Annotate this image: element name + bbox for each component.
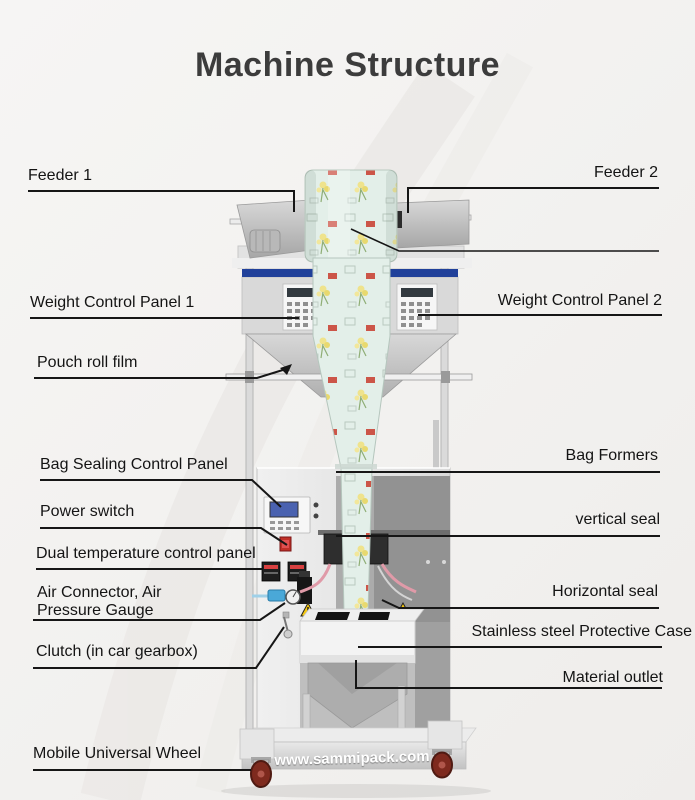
label-pouch-roll-film: Pouch roll film — [37, 354, 138, 371]
feeder-tray-right — [395, 199, 472, 249]
floor-shadow — [221, 784, 491, 798]
label-weight-control-panel-1: Weight Control Panel 1 — [30, 294, 195, 311]
weight-control-panel-2-device — [396, 283, 438, 331]
leader-air-connector — [33, 602, 286, 621]
leader-feeder-1 — [28, 190, 295, 212]
weigher-right — [387, 269, 459, 335]
label-feeder-2: Feeder 2 — [593, 164, 658, 181]
label-feeder-1: Feeder 1 — [28, 167, 93, 184]
film-strip — [312, 257, 391, 614]
clutch-part — [282, 611, 293, 639]
lcd-screen — [269, 501, 299, 518]
leader-lines — [28, 187, 662, 771]
label-vertical-seal: vertical seal — [575, 511, 660, 528]
feeder-tray-left — [229, 199, 313, 259]
air-connector — [267, 589, 286, 602]
weigher-left — [241, 269, 324, 335]
leader-power-switch — [40, 527, 288, 546]
label-stainless-steel-protective-case: Stainless steel Protective Case — [471, 623, 692, 640]
leader-bag-sealing-control-panel — [40, 479, 282, 508]
feeder-motor — [249, 229, 281, 253]
label-line-1: Air Connector, Air — [37, 584, 162, 601]
blue-strip-right — [390, 269, 458, 277]
bag-former-collar — [335, 464, 377, 469]
leader-pouch-roll-film — [34, 368, 287, 379]
protective-case — [299, 608, 425, 664]
sealing-jaws — [299, 530, 450, 601]
leader-arrowhead — [280, 364, 292, 375]
leader-material-outlet — [355, 660, 662, 689]
label-bag-formers: Bag Formers — [565, 447, 658, 464]
page-title: Machine Structure — [194, 46, 501, 84]
label-bag-sealing-control-panel: Bag Sealing Control Panel — [40, 456, 228, 473]
film-roll — [304, 169, 398, 263]
leader-feeder-2 — [407, 187, 659, 213]
label-power-switch: Power switch — [40, 503, 135, 520]
machine-base — [221, 720, 491, 798]
film-clamp — [395, 211, 402, 228]
label-dual-temperature-control-panel: Dual temperature control panel — [36, 545, 256, 562]
leader-clutch — [33, 626, 285, 669]
blue-strip-left — [242, 269, 314, 277]
label-line-2: Pressure Gauge — [37, 602, 154, 619]
bag-sealing-control-panel-device — [263, 496, 319, 534]
leader-pouch-roll-film-right — [350, 228, 659, 252]
leader-horizontal-seal — [381, 599, 659, 609]
label-mobile-universal-wheel: Mobile Universal Wheel — [33, 745, 202, 762]
caster-wheel-left — [250, 757, 272, 788]
outlet-chute — [300, 662, 415, 743]
label-weight-control-panel-2: Weight Control Panel 2 — [497, 292, 662, 309]
label-material-outlet: Material outlet — [562, 669, 664, 686]
caster-wheel-right — [431, 749, 453, 779]
label-air-connector-pressure-gauge: Air Connector, Air Pressure Gauge — [37, 584, 162, 620]
label-clutch: Clutch (in car gearbox) — [36, 643, 198, 660]
label-horizontal-seal: Horizontal seal — [552, 583, 658, 600]
